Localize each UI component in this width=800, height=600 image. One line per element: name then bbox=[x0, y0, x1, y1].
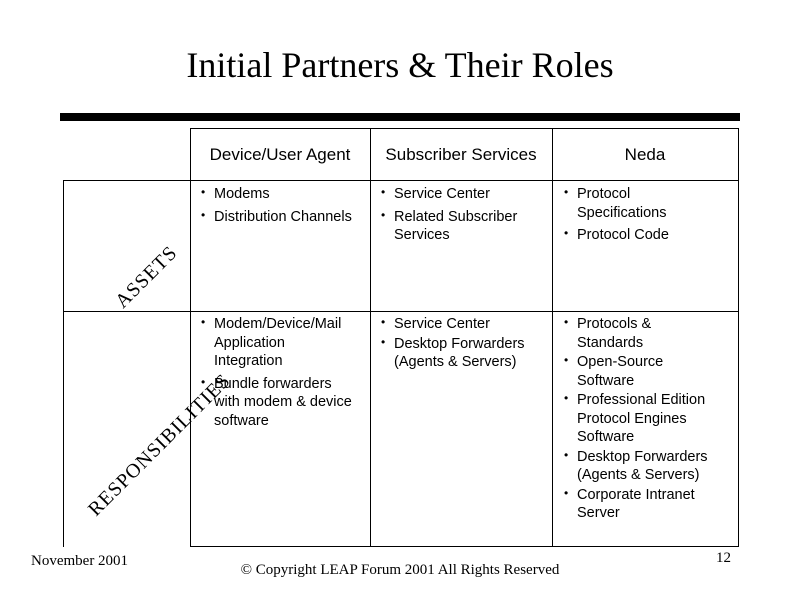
list-item: •Modems bbox=[201, 185, 270, 202]
bullet-icon: • bbox=[381, 207, 386, 222]
cell-responsibilities-neda: •Protocols & Standards •Open-Source Soft… bbox=[560, 315, 737, 524]
cell-assets-subscriber: •Service Center •Related Subscriber Serv… bbox=[377, 185, 551, 249]
bullet-icon: • bbox=[381, 315, 386, 329]
subscriber-column-left-border bbox=[370, 128, 371, 547]
row-label-assets: ASSETS bbox=[111, 241, 182, 313]
cell-responsibilities-subscriber: •Service Center •Desktop Forwarders (Age… bbox=[377, 315, 551, 373]
bullet-icon: • bbox=[201, 185, 206, 199]
list-item: •Professional Edition Protocol Engines S… bbox=[564, 391, 706, 445]
bullet-icon: • bbox=[201, 374, 206, 389]
device-column-left-border bbox=[190, 128, 191, 547]
bullet-icon: • bbox=[564, 315, 569, 329]
bullet-icon: • bbox=[564, 485, 569, 500]
footer-copyright: © Copyright LEAP Forum 2001 All Rights R… bbox=[240, 562, 560, 578]
bullet-icon: • bbox=[381, 334, 386, 349]
assets-row-border bbox=[63, 311, 739, 312]
cell-responsibilities-device: •Modem/Device/Mail Application Integrati… bbox=[197, 315, 369, 434]
list-item: •Open-Source Software bbox=[564, 353, 664, 389]
cell-assets-device: •Modems •Distribution Channels bbox=[197, 185, 369, 230]
list-item: •Service Center bbox=[381, 185, 490, 202]
cell-assets-neda: •Protocol Specifications •Protocol Code bbox=[560, 185, 737, 249]
label-column-left-border bbox=[63, 180, 64, 547]
list-item: •Desktop Forwarders (Agents & Servers) bbox=[564, 447, 708, 484]
slide-title: Initial Partners & Their Roles bbox=[186, 45, 614, 85]
table-top-border bbox=[190, 128, 739, 129]
list-item: •Modem/Device/Mail Application Integrati… bbox=[201, 315, 342, 369]
list-item: •Protocol Specifications bbox=[564, 185, 667, 221]
bullet-icon: • bbox=[564, 391, 569, 405]
list-item: •Bundle forwarders with modem & device s… bbox=[201, 374, 352, 429]
column-header-subscriber: Subscriber Services bbox=[385, 145, 537, 164]
list-item: •Distribution Channels bbox=[201, 207, 352, 225]
table-right-border bbox=[738, 128, 739, 547]
bullet-icon: • bbox=[201, 207, 206, 222]
list-item: •Protocols & Standards bbox=[564, 315, 652, 351]
bullet-icon: • bbox=[381, 185, 386, 199]
list-item: •Protocol Code bbox=[564, 226, 669, 243]
list-item: •Related Subscriber Services bbox=[381, 207, 518, 244]
title-rule bbox=[60, 113, 740, 121]
bullet-icon: • bbox=[564, 353, 569, 367]
list-item: •Corporate Intranet Server bbox=[564, 485, 695, 522]
list-item: •Desktop Forwarders (Agents & Servers) bbox=[381, 334, 525, 371]
bullet-icon: • bbox=[564, 185, 569, 199]
header-bottom-border bbox=[63, 180, 739, 181]
neda-column-left-border bbox=[552, 128, 553, 547]
column-header-neda: Neda bbox=[624, 145, 666, 164]
page-number: 12 bbox=[716, 550, 731, 566]
column-header-device: Device/User Agent bbox=[209, 145, 351, 164]
table-bottom-border bbox=[190, 546, 739, 547]
bullet-icon: • bbox=[201, 315, 206, 329]
bullet-icon: • bbox=[564, 447, 569, 462]
footer-date: November 2001 bbox=[31, 553, 129, 569]
list-item: •Service Center bbox=[381, 315, 490, 332]
bullet-icon: • bbox=[564, 226, 569, 240]
